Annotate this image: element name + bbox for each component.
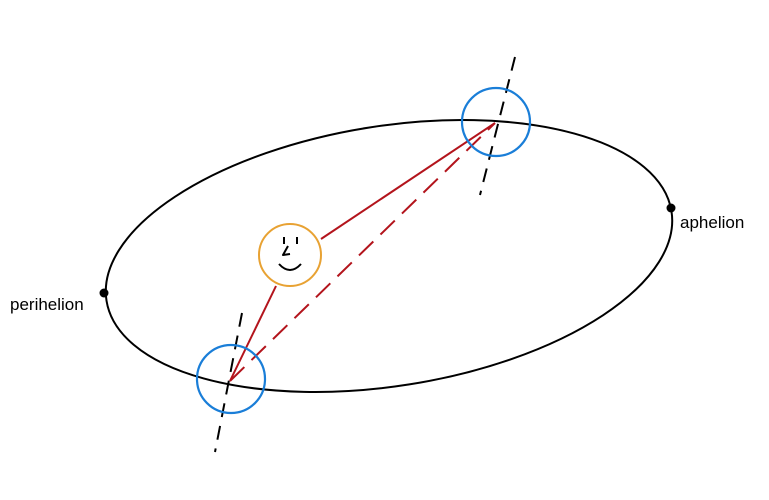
top-planet-icon bbox=[460, 86, 532, 158]
perihelion-label: perihelion bbox=[10, 295, 84, 314]
perihelion-point bbox=[99, 288, 109, 298]
planet-to-planet-dashed-line bbox=[229, 122, 496, 382]
sun-to-top-planet-line bbox=[320, 122, 496, 240]
top-planet-axis bbox=[479, 56, 516, 196]
aphelion-point bbox=[666, 203, 676, 213]
sun-to-bottom-planet-line bbox=[229, 285, 277, 382]
sun-icon bbox=[258, 223, 322, 287]
bottom-planet-axis bbox=[214, 312, 243, 453]
bottom-planet-icon bbox=[195, 343, 267, 415]
orbit-ellipse bbox=[104, 119, 674, 393]
aphelion-label: aphelion bbox=[680, 213, 744, 232]
